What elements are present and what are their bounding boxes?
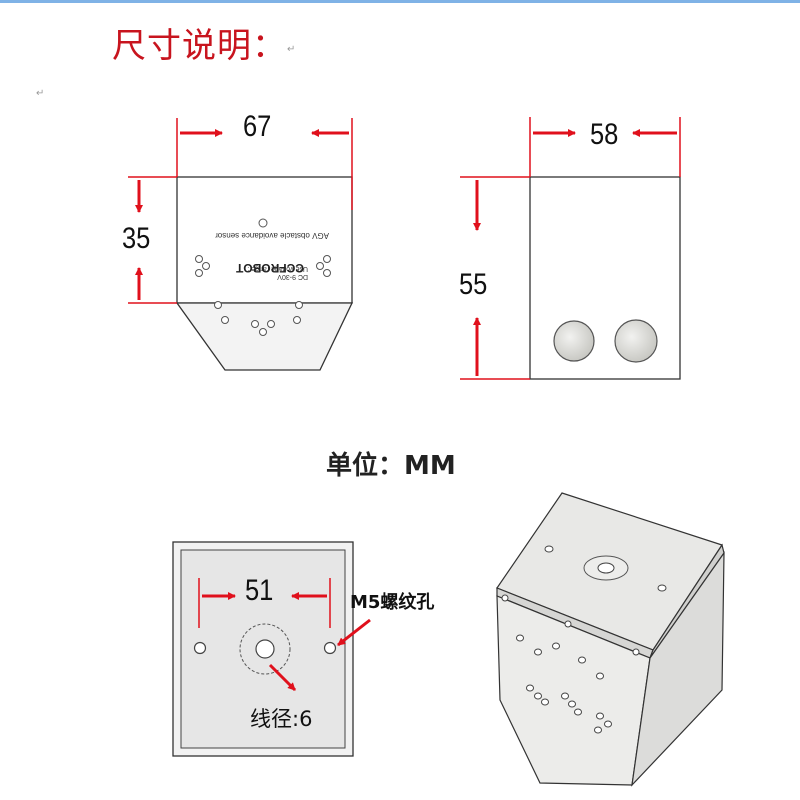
label-brand: CCFROBOT bbox=[235, 261, 304, 275]
front-label-panel bbox=[176, 176, 353, 304]
dim-front-height: 35 bbox=[122, 222, 151, 255]
m5-hole-right bbox=[323, 641, 337, 655]
cable-gland bbox=[239, 623, 291, 675]
thread-hole-label: M5螺纹孔 bbox=[350, 592, 435, 613]
dim-side-height: 55 bbox=[459, 268, 488, 301]
isometric-view bbox=[496, 492, 725, 787]
m5-hole-left bbox=[193, 641, 207, 655]
leader-arrow-thread bbox=[337, 618, 371, 647]
bottom-view bbox=[172, 541, 371, 757]
side-body bbox=[529, 176, 681, 380]
sensor-lens-left bbox=[553, 320, 595, 362]
iso-front-face bbox=[496, 595, 651, 786]
front-view: DC 9-30V Use voltage range : AGV obstacl… bbox=[128, 118, 354, 371]
page-title: 尺寸说明： bbox=[112, 26, 287, 66]
leader-arrow-wire bbox=[268, 663, 297, 692]
dim-front-width: 67 bbox=[243, 110, 272, 143]
side-view bbox=[460, 117, 681, 380]
label-sensor-name: AGV obstacle avoidance sensor bbox=[215, 231, 329, 240]
iso-side-face bbox=[631, 551, 725, 787]
front-lower-body bbox=[175, 302, 354, 371]
label-voltage-range: Use voltage range : bbox=[247, 265, 308, 272]
cable-hole bbox=[255, 639, 275, 659]
top-edge-strip bbox=[0, 0, 800, 3]
unit-label: 单位：MM bbox=[326, 451, 456, 481]
paragraph-mark: ↵ bbox=[287, 44, 296, 55]
wire-diameter-label: 线径:6 bbox=[250, 707, 313, 731]
sensor-lens-right bbox=[614, 319, 658, 363]
paragraph-mark: ↵ bbox=[36, 88, 45, 99]
dim-hole-spacing: 51 bbox=[245, 574, 274, 607]
label-voltage: DC 9-30V bbox=[277, 273, 308, 280]
dim-side-width: 58 bbox=[590, 118, 619, 151]
